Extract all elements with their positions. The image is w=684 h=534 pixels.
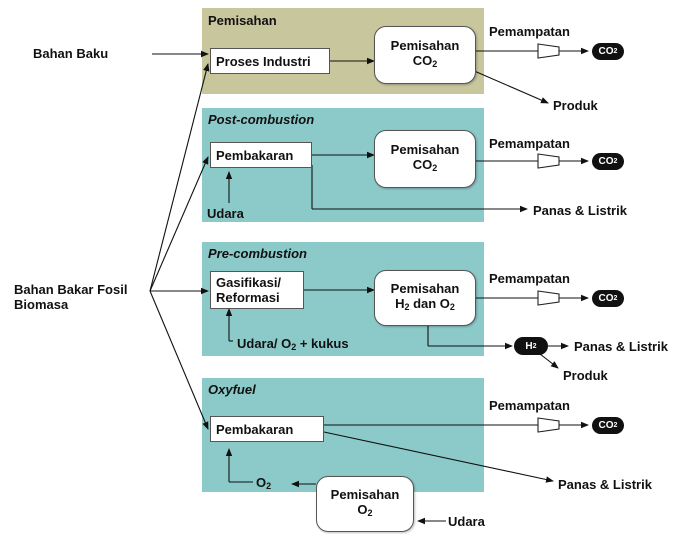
pill-subscript: 2 xyxy=(613,295,618,302)
process-label-line2: Reformasi xyxy=(216,290,280,305)
input-bahan-bakar: Bahan Bakar Fosil Biomasa xyxy=(14,282,127,312)
label-panas-listrik-2: Panas & Listrik xyxy=(574,339,668,354)
label-pemampatan-2: Pemampatan xyxy=(489,136,570,151)
process-label-line1: Gasifikasi/ xyxy=(216,275,282,290)
pill-text: H xyxy=(525,340,533,352)
compressor-icon xyxy=(537,290,560,306)
separation-co2-post: Pemisahan CO2 xyxy=(374,130,476,188)
process-label: Proses Industri xyxy=(216,53,311,69)
pill-subscript: 2 xyxy=(532,342,537,350)
separation-formula: O xyxy=(357,502,368,517)
panel-title-pre-combustion: Pre-combustion xyxy=(208,246,307,261)
separation-line1: Pemisahan xyxy=(390,38,460,53)
pill-text: CO xyxy=(598,293,614,304)
label-panas-listrik-3: Panas & Listrik xyxy=(558,477,652,492)
process-pembakaran-post: Pembakaran xyxy=(210,142,312,168)
separation-h: H xyxy=(395,296,405,311)
separation-line2: H2 dan O2 xyxy=(395,296,455,315)
separation-h-sub: 2 xyxy=(404,302,410,312)
separation-line2: CO2 xyxy=(413,53,438,72)
input-bahan-bakar-line1: Bahan Bakar Fosil xyxy=(14,282,128,297)
label-produk-1: Produk xyxy=(553,98,598,113)
label-o2: O2 xyxy=(256,475,271,494)
separation-mid: dan O xyxy=(409,296,450,311)
process-gasifikasi: Gasifikasi/ Reformasi xyxy=(210,271,304,309)
pill-subscript: 2 xyxy=(613,48,618,55)
pill-text: CO xyxy=(598,420,614,431)
input-text-a: Udara/ O xyxy=(237,336,292,351)
separation-o2-oxy: Pemisahan O2 xyxy=(316,476,414,532)
pill-text: CO xyxy=(598,156,614,167)
separation-subscript: 2 xyxy=(432,59,438,69)
separation-subscript: 2 xyxy=(367,508,373,518)
label-udara-post: Udara xyxy=(207,206,244,221)
panel-title-oxyfuel: Oxyfuel xyxy=(208,382,256,397)
oxygen-subscript: 2 xyxy=(266,481,272,491)
separation-line1: Pemisahan xyxy=(390,142,460,157)
panel-title-pemisahan: Pemisahan xyxy=(208,13,277,28)
label-pemampatan-3: Pemampatan xyxy=(489,271,570,286)
compressor-icon xyxy=(537,153,560,169)
separation-formula: CO xyxy=(412,157,433,172)
input-text-b: + kukus xyxy=(296,336,349,351)
compressor-icon xyxy=(537,43,560,59)
pill-text: CO xyxy=(598,46,614,57)
separation-h2-o2: Pemisahan H2 dan O2 xyxy=(374,270,476,326)
label-produk-2: Produk xyxy=(563,368,608,383)
separation-formula: CO xyxy=(412,53,433,68)
input-subscript: 2 xyxy=(291,342,297,352)
separation-line1: Pemisahan xyxy=(330,487,400,502)
label-pemampatan-1: Pemampatan xyxy=(489,24,570,39)
panel-title-post-combustion: Post-combustion xyxy=(208,112,315,127)
label-panas-listrik-1: Panas & Listrik xyxy=(533,203,627,218)
separation-o-sub: 2 xyxy=(449,302,455,312)
separation-subscript: 2 xyxy=(432,163,438,173)
compressor-icon xyxy=(537,417,560,433)
separation-line1: Pemisahan xyxy=(390,281,460,296)
label-pemampatan-4: Pemampatan xyxy=(489,398,570,413)
oxygen-text: O xyxy=(256,475,267,490)
label-udara-oxy: Udara xyxy=(448,514,485,529)
process-pembakaran-oxy: Pembakaran xyxy=(210,416,324,442)
input-bahan-baku: Bahan Baku xyxy=(33,46,109,61)
process-proses-industri: Proses Industri xyxy=(210,48,330,74)
separation-co2-pemisahan: Pemisahan CO2 xyxy=(374,26,476,84)
label-udara-o2-kukus: Udara/ O2 + kukus xyxy=(237,336,349,355)
process-label: Pembakaran xyxy=(216,147,294,163)
pill-subscript: 2 xyxy=(613,422,618,429)
separation-line2: CO2 xyxy=(413,157,438,176)
input-bahan-bakar-line2: Biomasa xyxy=(14,297,69,312)
pill-subscript: 2 xyxy=(613,158,618,165)
separation-line2: O2 xyxy=(357,502,372,521)
process-label: Pembakaran xyxy=(216,421,294,437)
